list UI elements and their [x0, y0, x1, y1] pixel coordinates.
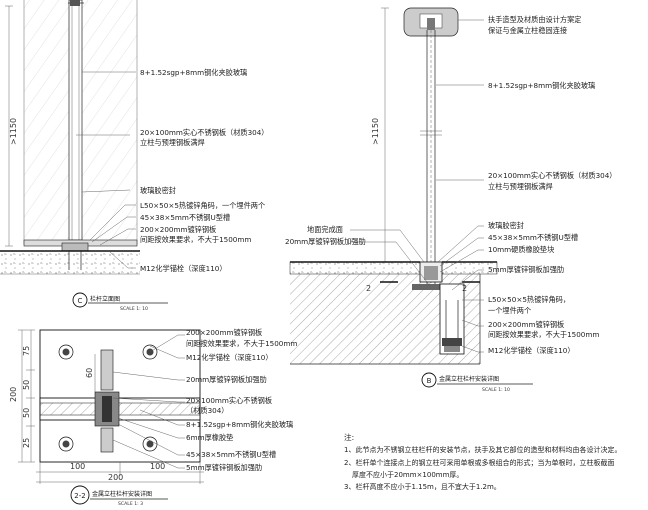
s22-title-text: 金属立柱栏杆安装详图	[92, 490, 152, 498]
c-label-post: 20×100mm实心不锈钢板（材质304）	[140, 128, 269, 137]
b-label-spacing: 间距按效果要求，不大于1500mm	[488, 330, 599, 339]
s22-label-rib5: 5mm厚镀锌钢板加强肋	[186, 463, 262, 472]
s22-label-post: 20×100mm实心不锈钢板	[186, 396, 272, 405]
s22-dim-60: 60	[85, 368, 94, 378]
view-c-elevation: >1150	[0, 0, 140, 275]
c-label-channel: 45×38×5mm不锈钢U型槽	[140, 213, 230, 222]
c-label-anchor: M12化学锚栓（深度110）	[140, 264, 227, 273]
s22-label-glass: 8+1.52sgp+8mm钢化夹胶玻璃	[186, 420, 293, 429]
notes-block: 注: 1、此节点为不锈钢立柱栏杆的安装节点，扶手及其它部位的造型和材料均由各设计…	[344, 432, 621, 491]
b-label-channel: 45×38×5mm不锈钢U型槽	[488, 233, 578, 242]
s22-label-rib20: 20mm厚镀锌钢板加强肋	[186, 375, 267, 384]
b-label-rib5: 5mm厚镀锌钢板加强肋	[488, 265, 564, 274]
s22-title-scale: SCALE 1: 3	[118, 501, 143, 507]
b-title-letter: B	[427, 377, 432, 385]
b-section-marker-left: 2	[366, 284, 371, 293]
b-section-marker-right: 2	[462, 284, 467, 293]
b-label-anchor: M12化学锚栓（深度110）	[488, 346, 575, 355]
s22-label-spacing: 间距按效果要求，不大于1500mm	[186, 339, 297, 348]
c-label-glass: 8+1.52sgp+8mm钢化夹胶玻璃	[140, 68, 247, 77]
b-label-angle-2: 一个埋件两个	[488, 306, 531, 315]
b-label-weld: 立柱与预埋钢板满焊	[488, 182, 553, 191]
notes-item-3: 厚度不应小于20mm×100mm厚。	[352, 470, 463, 479]
s22-dim-50a: 50	[22, 380, 31, 390]
s22-dim-bottom-1: 100	[70, 462, 85, 471]
b-title-text: 金属立柱栏杆安装详图	[439, 375, 499, 383]
b-label-glass: 8+1.52sgp+8mm钢化夹胶玻璃	[488, 81, 595, 90]
s22-dim-total: 200	[9, 387, 18, 402]
c-title-scale: SCALE 1: 10	[120, 306, 148, 312]
s22-label-material: （材质304）	[186, 406, 228, 415]
view-2-2-plan	[18, 329, 204, 484]
c-title-letter: C	[78, 297, 83, 305]
b-label-rubber: 10mm硬质橡胶垫块	[488, 245, 554, 254]
c-label-spacing: 间距按效果要求，不大于1500mm	[140, 235, 251, 244]
s22-dim-75: 75	[22, 346, 31, 356]
s22-label-anchor: M12化学锚栓（深度110）	[186, 353, 273, 362]
b-title-scale: SCALE 1: 10	[482, 387, 510, 393]
notes-heading: 注:	[344, 432, 354, 442]
b-label-post: 20×100mm实心不锈钢板（材质304）	[488, 171, 617, 180]
c-label-plate: 200×200mm镀锌钢板	[140, 225, 216, 234]
b-label-plate: 200×200mm镀锌钢板	[488, 320, 564, 329]
s22-dim-50b: 50	[22, 408, 31, 418]
s22-dim-bottom-total: 200	[108, 473, 123, 482]
b-height-dim: >1150	[371, 118, 380, 145]
b-label-floor: 地面完成面	[307, 225, 343, 234]
s22-label-plate: 200×200mm镀锌钢板	[186, 328, 262, 337]
notes-item-4: 3、栏杆高度不应小于1.15m，且不宜大于1.2m。	[344, 482, 501, 491]
notes-item-2: 2、栏杆单个连接点上的钢立柱可采用单根或多根组合的形式；当为单根时，立柱板截面	[344, 458, 614, 467]
c-title-text: 栏杆立面图	[90, 295, 120, 303]
s22-dim-bottom-2: 100	[150, 462, 165, 471]
c-label-weld: 立柱与预埋钢板满焊	[140, 138, 205, 147]
s22-label-channel: 45×38×5mm不锈钢U型槽	[186, 450, 276, 459]
b-label-sealant: 玻璃胶密封	[488, 221, 524, 230]
s22-title-letter: 2-2	[74, 492, 85, 500]
view-b-section: >1150 2 2	[289, 7, 498, 365]
s22-title-block: 2-2 金属立柱栏杆安装详图 SCALE 1: 3	[70, 485, 168, 507]
notes-item-1: 1、此节点为不锈钢立柱栏杆的安装节点，扶手及其它部位的造型和材料均由各设计决定。	[344, 445, 621, 454]
c-title-block: C 栏杆立面图 SCALE 1: 10	[72, 292, 168, 312]
c-label-angle: L50×50×5热镀锌角码，一个埋件两个	[140, 201, 265, 210]
b-label-rib20: 20mm厚镀锌钢板加强肋	[285, 237, 366, 246]
b-label-angle: L50×50×5热镀锌角码，	[488, 295, 570, 304]
b-title-block: B 金属立柱栏杆安装详图 SCALE 1: 10	[421, 372, 533, 393]
c-label-sealant: 玻璃胶密封	[140, 186, 176, 195]
c-height-dim: >1150	[9, 118, 18, 145]
s22-label-rubber: 6mm厚橡胶垫	[186, 433, 233, 442]
b-label-handrail-2: 保证与金属立柱稳固连接	[488, 26, 567, 35]
b-label-handrail: 扶手造型及材质由设计方案定	[488, 15, 581, 24]
s22-dim-25: 25	[22, 438, 31, 448]
